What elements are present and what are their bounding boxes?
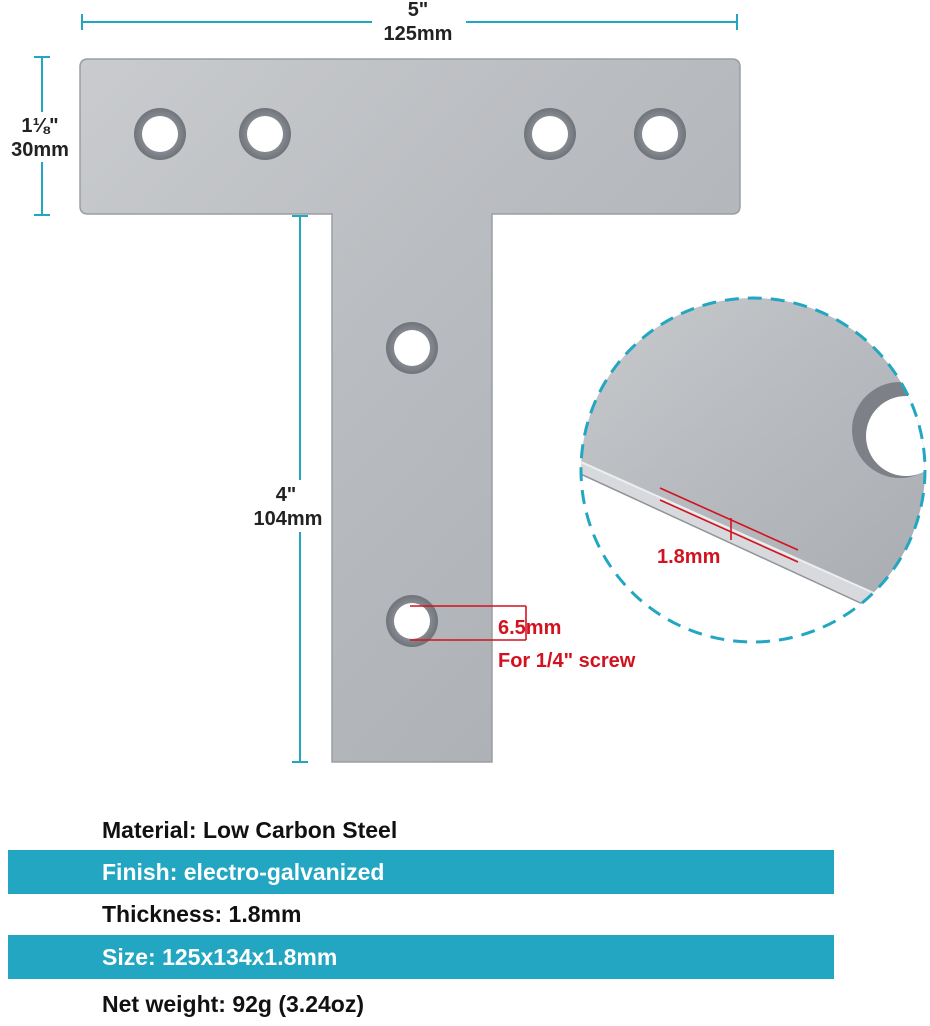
mounting-holes: [134, 108, 686, 647]
hole-diameter-callout: [410, 605, 527, 641]
stem-height-inches-label: 4": [275, 484, 297, 506]
width-inches-label: 5": [407, 0, 429, 21]
hole-stem-2: [386, 595, 438, 647]
width-mm-label: 125mm: [383, 23, 453, 45]
spec-row-material: Material: Low Carbon Steel: [0, 808, 930, 852]
top-height-inches-label: 1⅛": [21, 115, 59, 137]
hole-screw-note: For 1/4" screw: [498, 650, 636, 672]
spec-row-thickness: Thickness: 1.8mm: [0, 892, 930, 936]
spec-row-weight: Net weight: 92g (3.24oz): [0, 982, 930, 1026]
hole-top-2: [239, 108, 291, 160]
stem-height-dimension-line: [292, 215, 308, 763]
hole-stem-1: [386, 322, 438, 374]
top-height-dimension-line: [34, 56, 50, 216]
spec-text: Material: Low Carbon Steel: [102, 817, 398, 843]
hole-top-4: [634, 108, 686, 160]
spec-band: [8, 935, 834, 979]
spec-text: Size: 125x134x1.8mm: [102, 944, 338, 970]
spec-text: Net weight: 92g (3.24oz): [102, 991, 364, 1017]
thickness-marker: [659, 487, 799, 563]
spec-text: Finish: electro-galvanized: [102, 859, 385, 885]
thickness-label: 1.8mm: [657, 546, 721, 568]
thickness-zoom-detail: [579, 296, 927, 644]
spec-band: [8, 850, 834, 894]
t-plate: [79, 58, 741, 763]
spec-row-finish: Finish: electro-galvanized: [0, 850, 930, 894]
spec-text: Thickness: 1.8mm: [102, 901, 302, 927]
hole-diameter-label: 6.5mm: [498, 617, 562, 639]
hole-top-3: [524, 108, 576, 160]
spec-row-size: Size: 125x134x1.8mm: [0, 935, 930, 979]
hole-top-1: [134, 108, 186, 160]
top-height-mm-label: 30mm: [11, 139, 69, 161]
width-dimension-line: [81, 14, 738, 30]
stem-height-mm-label: 104mm: [253, 508, 323, 530]
